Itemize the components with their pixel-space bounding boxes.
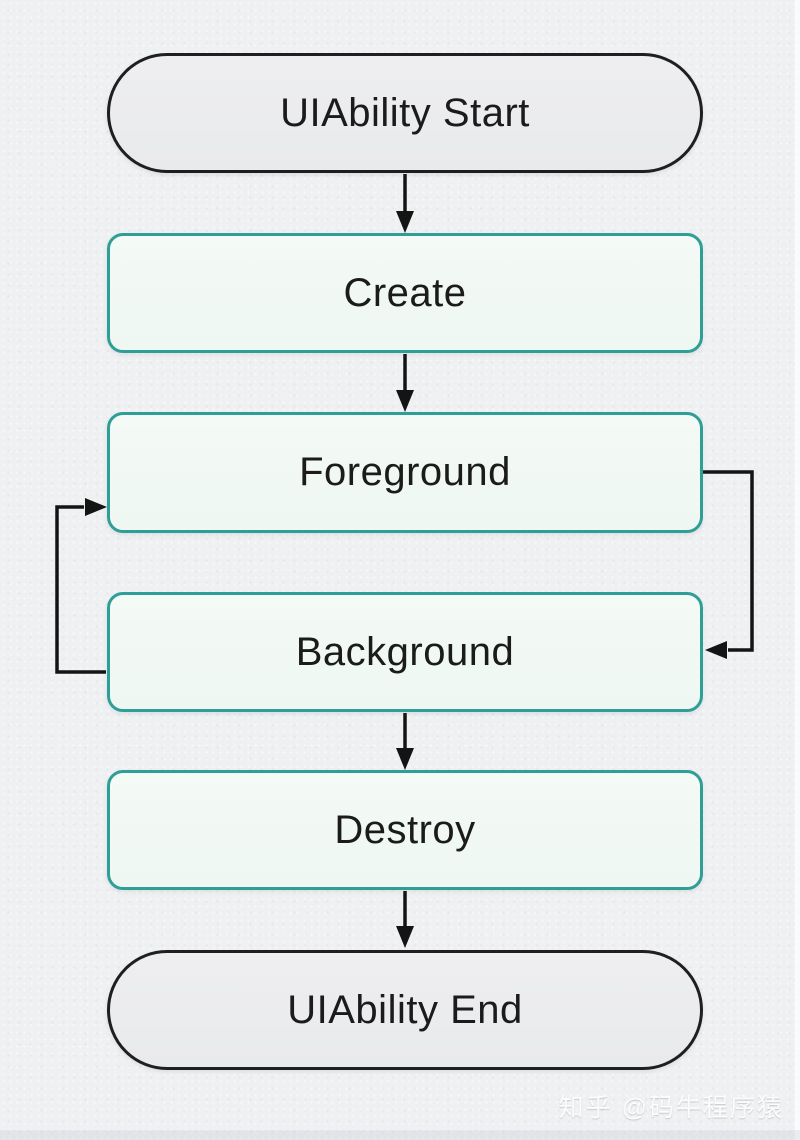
node-create: Create xyxy=(107,233,703,353)
arrow-create-to-foreground xyxy=(396,354,414,412)
watermark: 知乎 @码牛程序猿 xyxy=(558,1094,784,1122)
node-background: Background xyxy=(107,592,703,712)
scan-light-streak xyxy=(795,0,800,1140)
arrow-background-to-destroy xyxy=(396,713,414,770)
arrow-destroy-to-end xyxy=(396,891,414,948)
arrow-start-to-create xyxy=(396,174,414,233)
loop-foreground-to-background xyxy=(703,470,754,659)
node-uiability-end: UIAbility End xyxy=(107,950,703,1070)
bottom-shade-band xyxy=(0,1130,800,1140)
node-foreground: Foreground xyxy=(107,412,703,533)
loop-background-to-foreground xyxy=(55,498,107,674)
node-uiability-start: UIAbility Start xyxy=(107,53,703,173)
node-destroy: Destroy xyxy=(107,770,703,890)
